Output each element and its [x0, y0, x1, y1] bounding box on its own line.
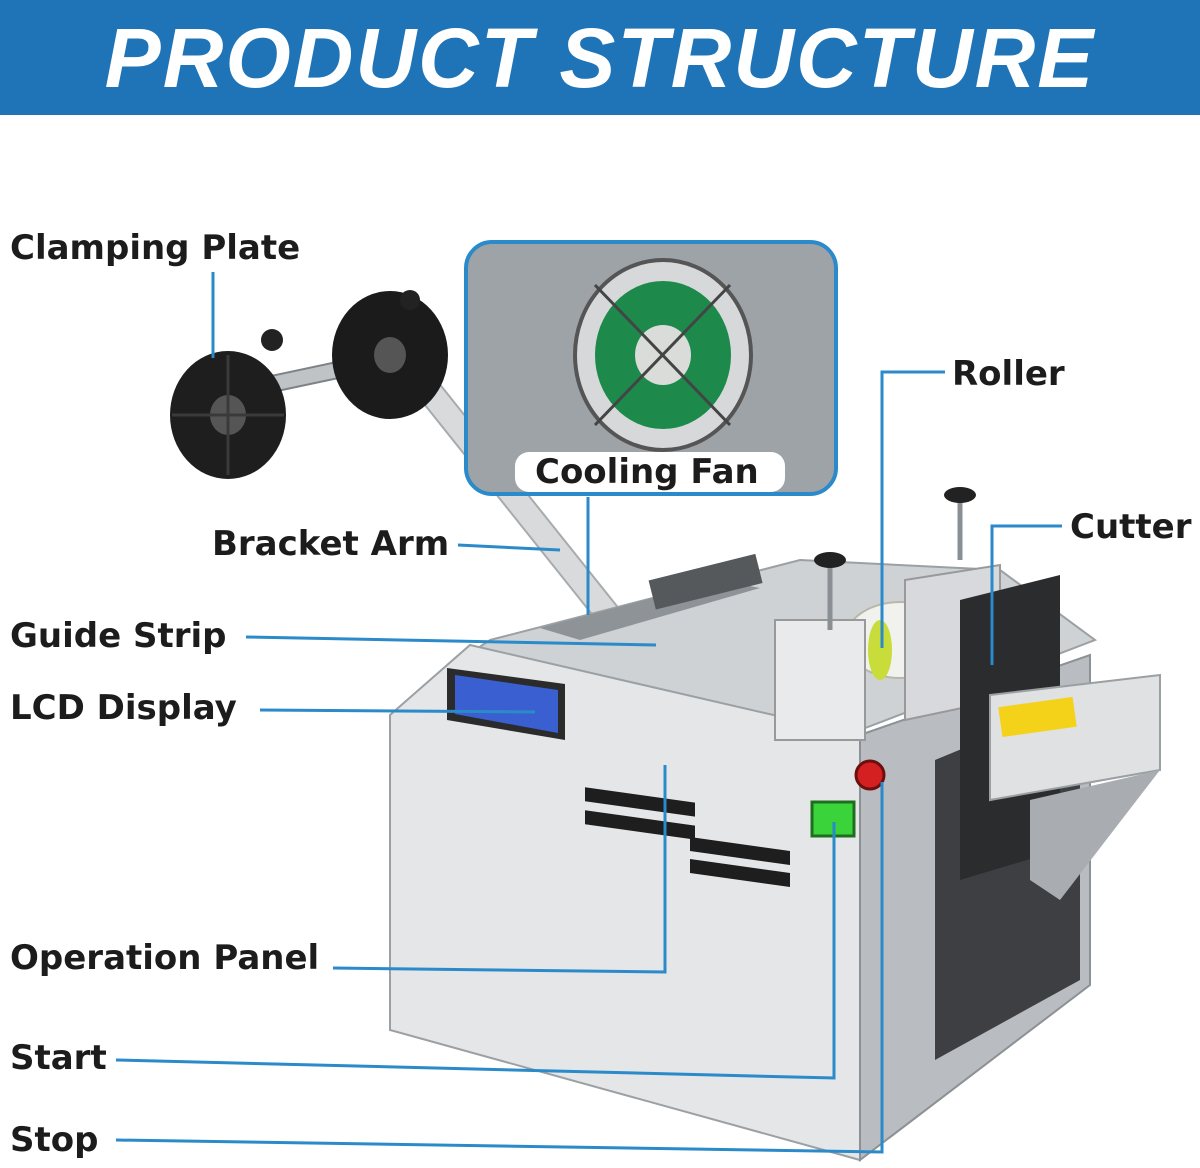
label-lcd-display: LCD Display	[10, 688, 237, 728]
label-cooling-fan: Cooling Fan	[535, 452, 759, 492]
clamp-knob-2	[400, 290, 420, 310]
leader-stop	[115, 782, 884, 1154]
spool-assembly	[170, 290, 448, 479]
cooling-fan-inset	[464, 240, 838, 496]
label-bracket-arm: Bracket Arm	[212, 524, 450, 564]
leader-start	[115, 822, 836, 1080]
label-start: Start	[10, 1038, 107, 1078]
machine-body	[389, 487, 1161, 1163]
fan-label-plate	[515, 452, 785, 492]
stop-button-shape	[854, 759, 886, 791]
leader-cutter	[990, 524, 1062, 665]
label-clamping-plate: Clamping Plate	[10, 228, 301, 268]
label-cutter: Cutter	[1070, 507, 1192, 547]
label-roller: Roller	[952, 354, 1065, 394]
label-guide-strip: Guide Strip	[10, 616, 227, 656]
label-operation-panel: Operation Panel	[10, 938, 320, 978]
leader-operation-panel	[332, 765, 667, 974]
page-title: PRODUCT STRUCTURE	[104, 11, 1096, 105]
guide-block	[648, 553, 763, 610]
leader-bracket-arm	[457, 543, 561, 552]
title-banner: PRODUCT STRUCTURE	[0, 0, 1200, 115]
leader-guide-strip	[245, 635, 657, 647]
keypad	[585, 787, 790, 888]
clamp-knob	[261, 329, 283, 351]
warning-sticker	[998, 696, 1077, 738]
roller-support	[774, 619, 866, 741]
leader-lcd-display	[259, 708, 536, 714]
leader-roller	[880, 370, 945, 648]
cutter-chute	[1030, 770, 1160, 900]
leader-lines	[115, 272, 1062, 1154]
label-stop: Stop	[10, 1120, 99, 1160]
lcd-screen	[455, 675, 558, 733]
